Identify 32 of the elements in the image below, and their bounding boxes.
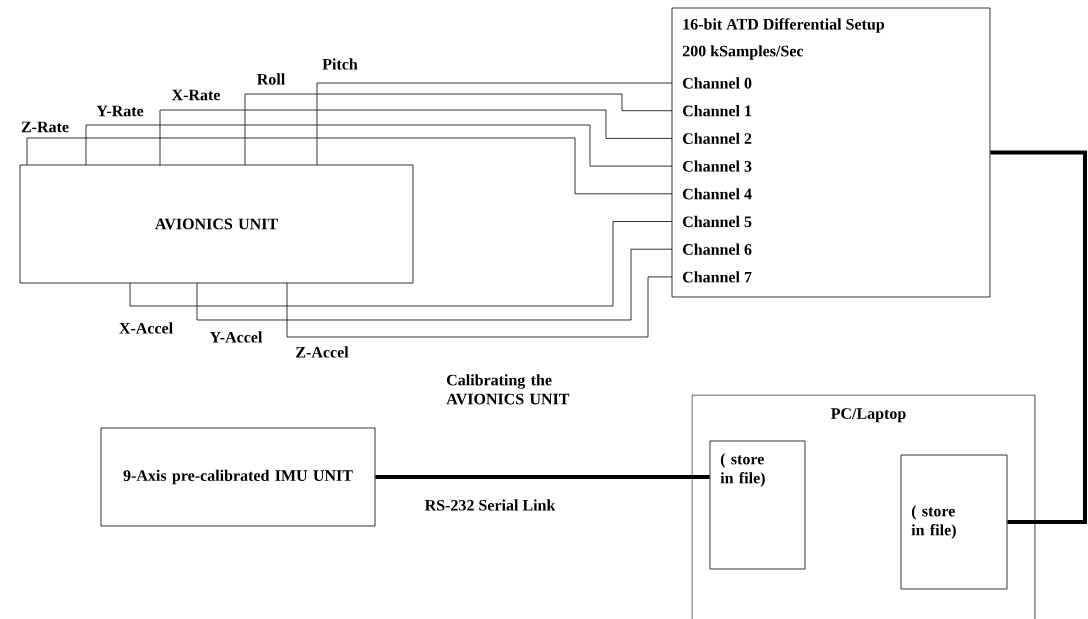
- signal-wire: [316, 82, 673, 166]
- channel-label: Channel 4: [683, 188, 752, 200]
- signal-wire: [286, 276, 673, 338]
- channel-label: Channel 2: [683, 132, 752, 145]
- signal-label: Pitch: [322, 58, 358, 70]
- channel-label: Channel 5: [683, 215, 752, 228]
- unit-box: AVIONICS UNIT: [19, 164, 414, 284]
- signal-label: Z-Rate: [21, 121, 69, 133]
- signal-label: RS-232 Serial Link: [424, 499, 556, 511]
- signal-wire: [244, 93, 673, 166]
- signal-label: X-Accel: [119, 322, 173, 334]
- channel-label: Channel 6: [683, 243, 752, 255]
- channel-label: Channel 7: [683, 271, 752, 283]
- channel-label: Channel 1: [683, 105, 752, 117]
- serial-cable: [375, 475, 710, 479]
- software-box: ( store in file): [900, 454, 1008, 590]
- signal-label: Z-Accel: [296, 346, 349, 358]
- signal-label: Roll: [257, 73, 285, 85]
- data-cable: [990, 150, 1087, 524]
- unit-box: 9-Axis pre-calibrated IMU UNIT: [100, 427, 376, 527]
- channel-label: Channel 0: [683, 77, 752, 89]
- signal-wire: [129, 221, 673, 307]
- caption-text: Calibrating the AVIONICS UNIT: [446, 374, 570, 405]
- software-box: ( store in file): [709, 440, 806, 570]
- channel-label: Channel 3: [683, 160, 752, 172]
- signal-wire: [85, 124, 673, 167]
- signal-wire: [196, 248, 673, 321]
- signal-wire: [159, 109, 673, 166]
- signal-label: Y-Rate: [96, 105, 144, 117]
- signal-label: X-Rate: [171, 89, 220, 101]
- signal-label: Y-Accel: [209, 331, 263, 343]
- signal-wire: [26, 137, 673, 195]
